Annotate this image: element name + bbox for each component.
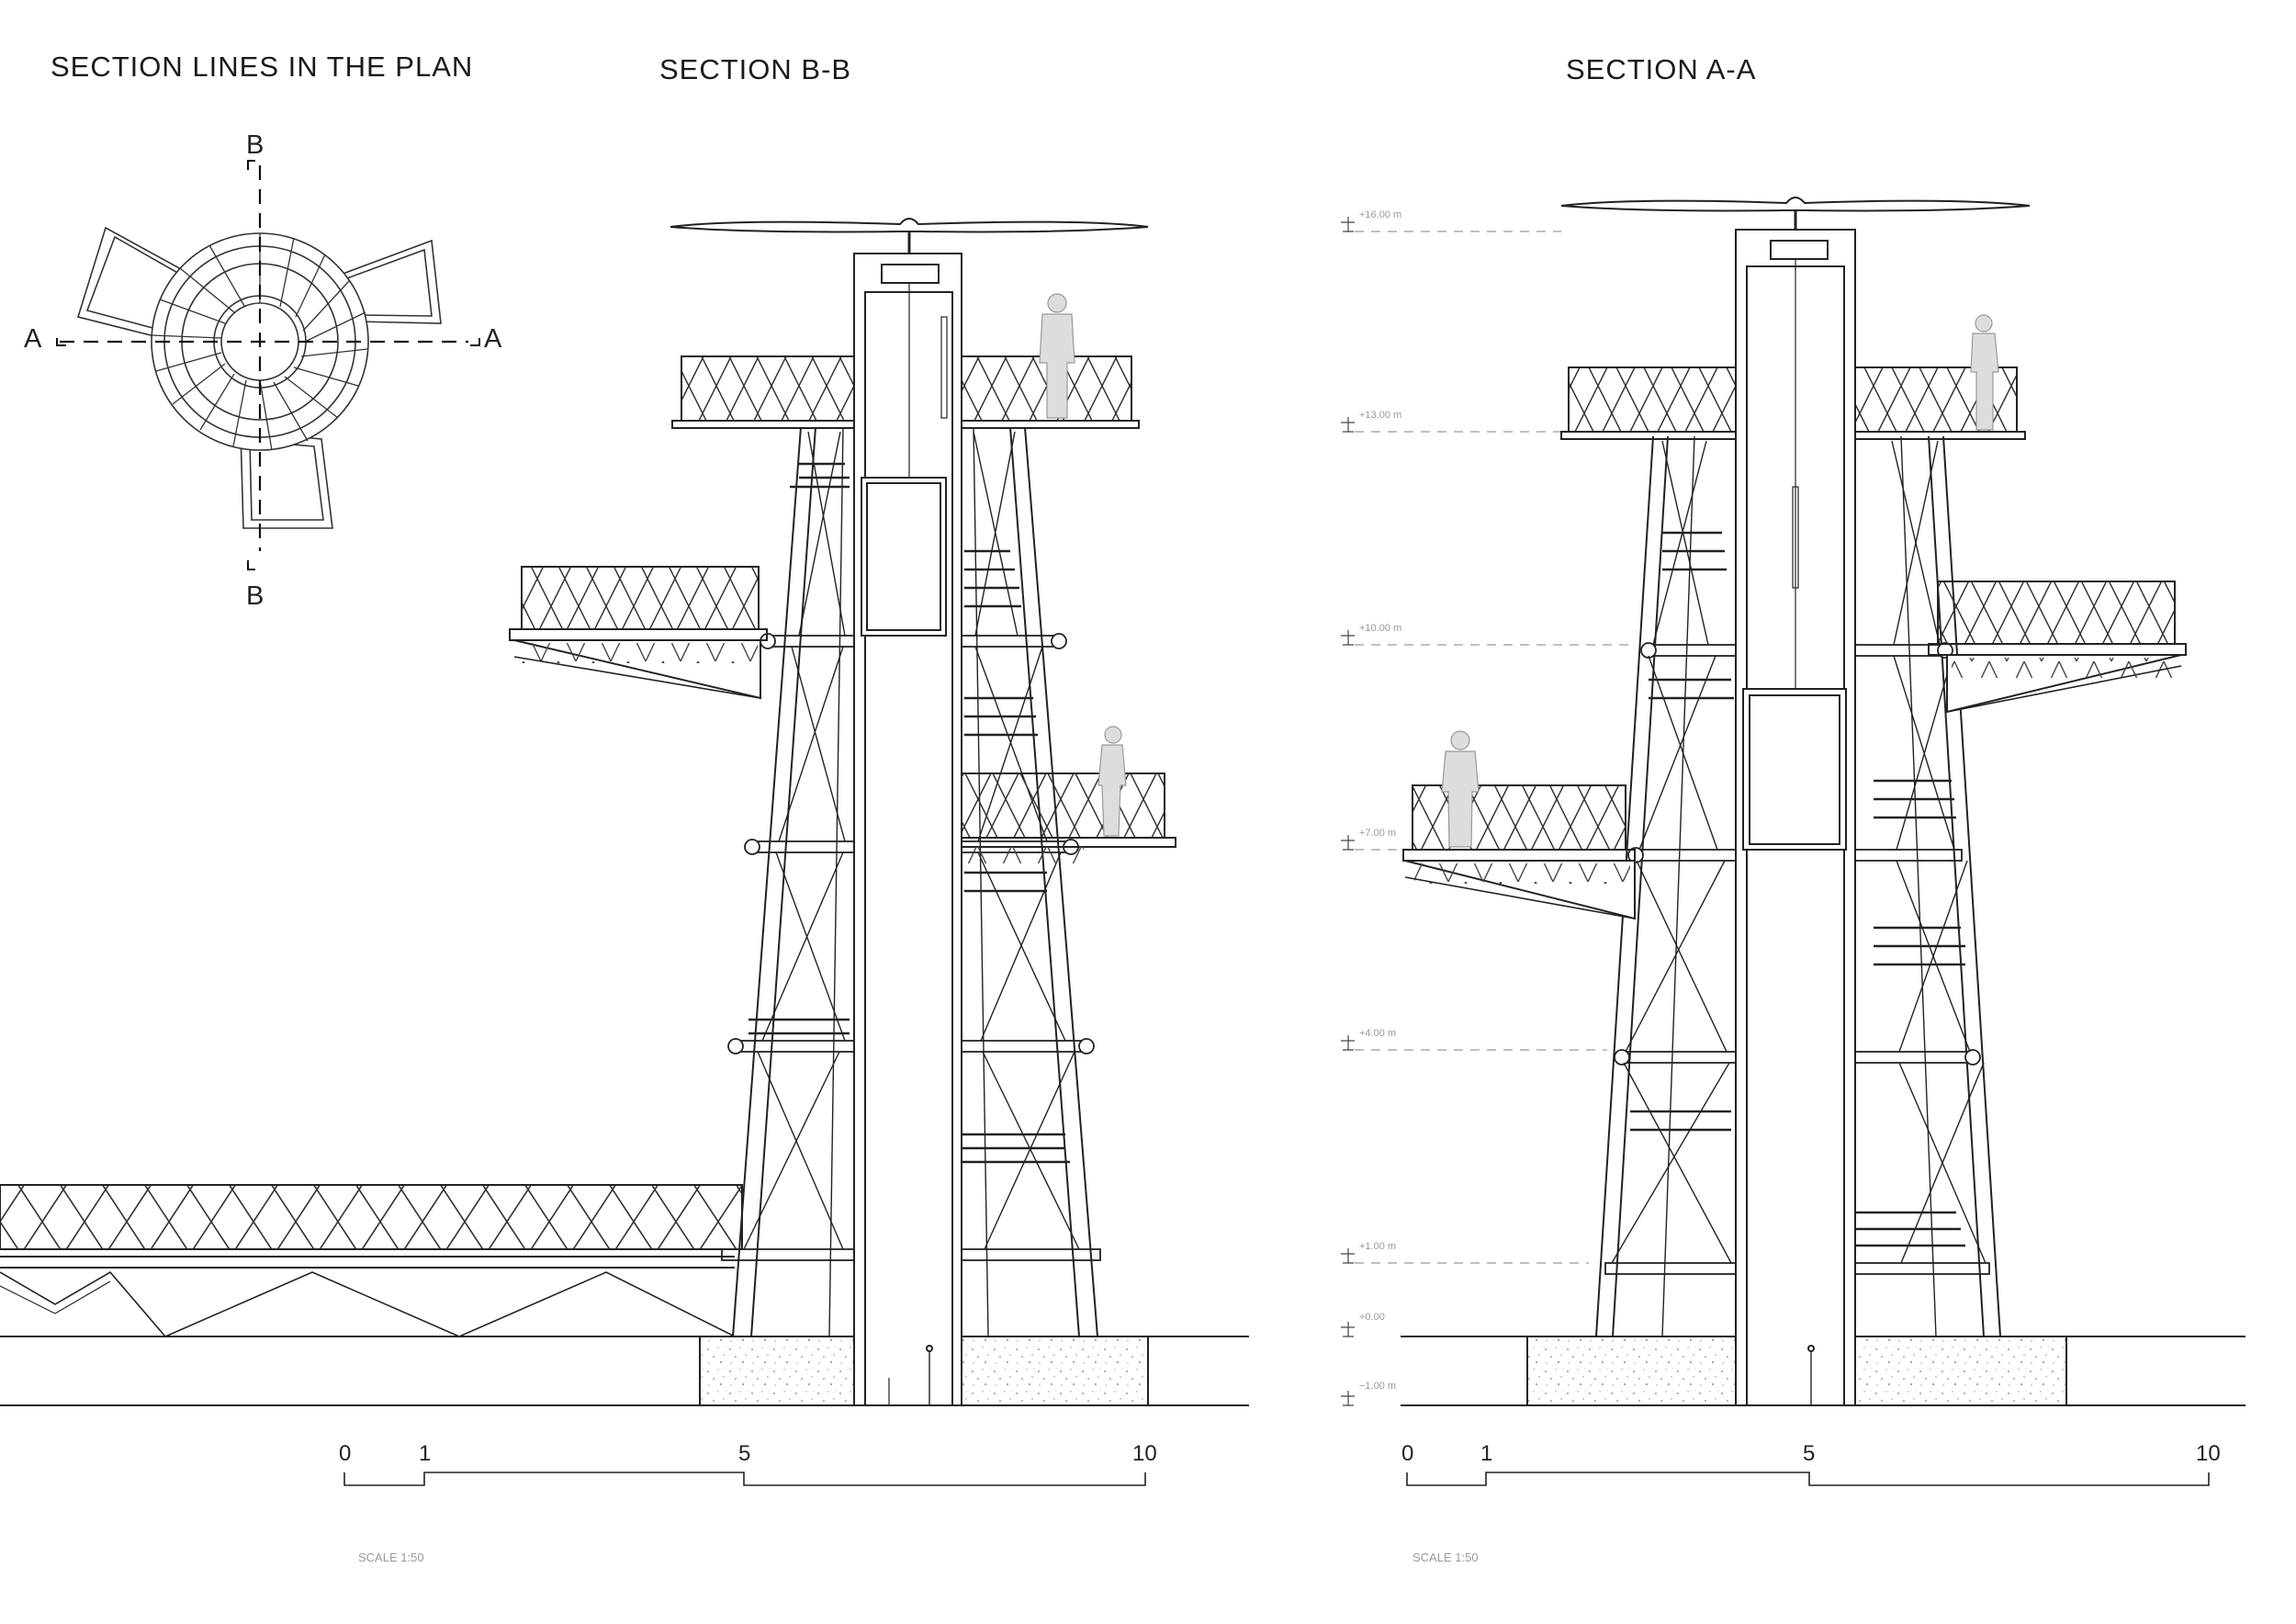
scale-bb-tick-1: 1 [419, 1441, 431, 1466]
plan-marker-b-bottom: B [246, 581, 264, 611]
bb-bracing [743, 431, 1080, 1250]
bb-frame-legs [732, 426, 1098, 1337]
bb-left-balcony [509, 566, 768, 700]
aa-level-markers: +16.00 m +13.00 m +10.00 m +7.00 m +4.00… [1341, 209, 1635, 1406]
section-bb [0, 218, 1249, 1406]
scale-bar-aa: 0 1 5 10 SCALE 1:50 [1401, 1441, 2221, 1564]
level-1: +1.00 m [1359, 1241, 1396, 1252]
aa-left-balcony [1402, 784, 1636, 920]
level-4: +4.00 m [1359, 1028, 1396, 1039]
section-aa-title: SECTION A-A [1566, 53, 1757, 85]
bb-bridge [0, 1184, 743, 1337]
plan-title: SECTION LINES IN THE PLAN [51, 51, 474, 83]
aa-rotor [1560, 197, 2031, 230]
scale-aa-tick-10: 10 [2196, 1441, 2221, 1466]
level-10: +10.00 m [1359, 623, 1401, 634]
aa-right-balcony [1928, 581, 2187, 714]
section-plan: B B A A [24, 130, 502, 611]
section-bb-title: SECTION B-B [659, 53, 852, 85]
scale-bb-tick-0: 0 [339, 1441, 351, 1466]
aa-stairs [1630, 531, 1965, 1247]
plan-section-lines [60, 165, 468, 551]
level-16: +16.00 m [1359, 209, 1401, 220]
level-0: +0.00 [1359, 1312, 1385, 1323]
level-7: +7.00 m [1359, 828, 1396, 839]
scale-aa-note: SCALE 1:50 [1412, 1551, 1479, 1564]
scale-aa-tick-5: 5 [1803, 1441, 1815, 1466]
scale-bar-bb: 0 1 5 10 SCALE 1:50 [339, 1441, 1157, 1564]
scale-aa-tick-1: 1 [1480, 1441, 1492, 1466]
aa-core [1735, 229, 1856, 1406]
plan-marker-b-top: B [246, 130, 264, 160]
bb-core [853, 253, 962, 1406]
level-minus-1: −1.00 m [1359, 1381, 1396, 1392]
aa-bracing [1611, 440, 1986, 1264]
bb-rotor [670, 218, 1149, 254]
bb-person-1 [1039, 293, 1075, 419]
scale-bb-note: SCALE 1:50 [358, 1551, 424, 1564]
bb-ground [0, 1336, 1249, 1406]
scale-bb-tick-10: 10 [1132, 1441, 1157, 1466]
scale-aa-tick-0: 0 [1401, 1441, 1413, 1466]
plan-stair-treads [151, 233, 368, 451]
section-aa: +16.00 m +13.00 m +10.00 m +7.00 m +4.00… [1341, 197, 2245, 1406]
bb-right-balcony [954, 773, 1176, 863]
plan-marker-a-left: A [24, 324, 42, 354]
scale-bb-tick-5: 5 [738, 1441, 750, 1466]
aa-person-2 [1441, 730, 1480, 848]
aa-person-1 [1970, 314, 1999, 431]
level-13: +13.00 m [1359, 410, 1401, 421]
bb-person-2 [1097, 726, 1127, 837]
bb-stairs [748, 462, 1070, 1164]
plan-marker-a-right: A [484, 324, 502, 354]
